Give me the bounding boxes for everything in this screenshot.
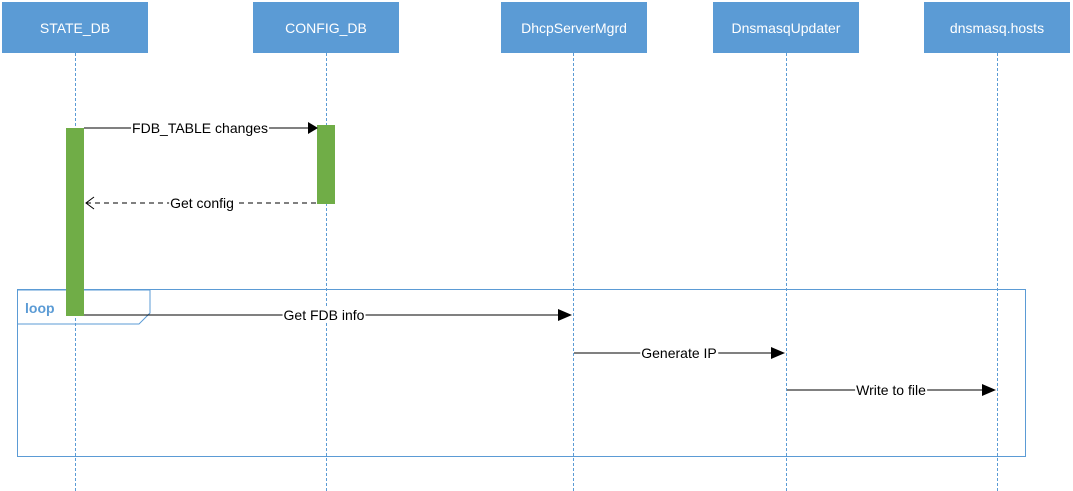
actor-label: dnsmasq.hosts	[949, 19, 1045, 36]
actor-label: DnsmasqUpdater	[731, 19, 841, 36]
actor-dnsmasq-updater: DnsmasqUpdater	[713, 2, 859, 53]
actor-label: CONFIG_DB	[285, 19, 367, 36]
actor-state-db: STATE_DB	[2, 2, 148, 53]
activation-config-db	[317, 125, 335, 204]
lifeline-dnsmasq-updater	[786, 53, 787, 491]
actor-label: DhcpServerMgrd	[521, 19, 627, 36]
lifeline-dnsmasq-hosts	[997, 53, 998, 491]
activation-state-db	[66, 128, 84, 316]
message-label-get-config: Get config	[169, 195, 235, 211]
loop-fragment: loop	[17, 289, 1026, 457]
actor-dhcp-server-mgrd: DhcpServerMgrd	[501, 2, 647, 53]
lifeline-config-db	[326, 53, 327, 491]
message-label-fdb-table-changes: FDB_TABLE changes	[131, 120, 269, 136]
message-get-config-arrow	[85, 196, 317, 210]
lifeline-dhcp-server-mgrd	[573, 53, 574, 491]
loop-tab	[18, 290, 151, 325]
actor-config-db: CONFIG_DB	[253, 2, 399, 53]
message-label-write-to-file: Write to file	[855, 382, 927, 398]
actor-dnsmasq-hosts: dnsmasq.hosts	[924, 2, 1070, 53]
actor-label: STATE_DB	[39, 19, 111, 36]
message-label-get-fdb-info: Get FDB info	[282, 307, 366, 323]
loop-label: loop	[25, 300, 55, 316]
message-label-generate-ip: Generate IP	[640, 345, 718, 361]
